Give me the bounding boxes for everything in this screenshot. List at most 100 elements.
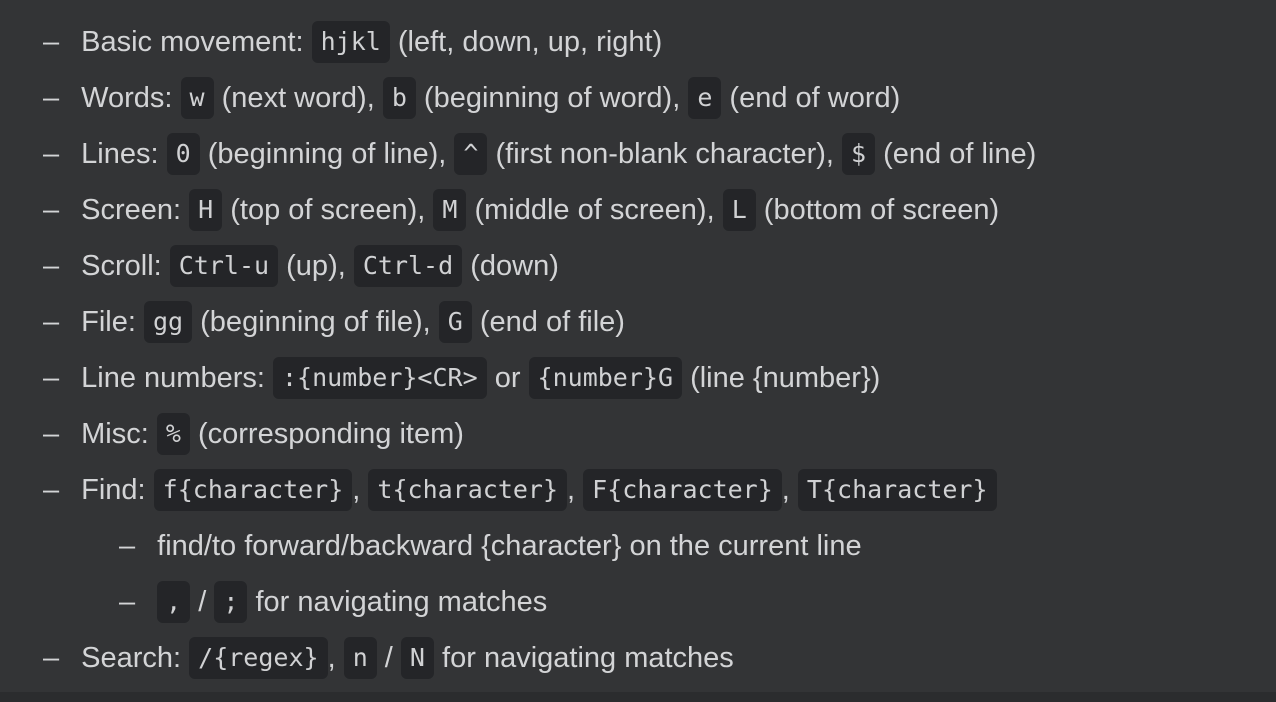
text-segment: / (376, 641, 401, 674)
list-item-content: Search: /{regex}, n / N for navigating m… (81, 637, 734, 679)
inline-code: 0 (166, 133, 200, 175)
text-segment: (down) (462, 249, 559, 282)
bullet-dash: – (43, 361, 60, 394)
list-item-content: Words: w (next word), b (beginning of wo… (81, 77, 900, 119)
list-item: –Lines: 0 (beginning of line), ^ (first … (43, 126, 1276, 182)
text-segment: / (190, 585, 215, 618)
text-segment: Line numbers: (81, 361, 273, 394)
list-item: –find/to forward/backward {character} on… (119, 518, 1276, 574)
bullet-dash: – (43, 417, 60, 450)
content-edge-strip (0, 692, 1276, 702)
list-item: –File: gg (beginning of file), G (end of… (43, 294, 1276, 350)
bullet-dash: – (43, 249, 60, 282)
text-segment: find/to forward/backward {character} on … (157, 529, 862, 562)
inline-code: M (433, 189, 467, 231)
bullet-dash: – (43, 81, 60, 114)
inline-code: hjkl (311, 21, 390, 63)
bullet-dash: – (119, 529, 136, 562)
text-segment: , (567, 473, 584, 506)
text-segment: Find: (81, 473, 154, 506)
text-segment: (end of file) (471, 305, 625, 338)
list-item: –Scroll: Ctrl-u (up), Ctrl-d (down) (43, 238, 1276, 294)
inline-code: :{number}<CR> (272, 357, 487, 399)
vim-movement-notes: –Basic movement: hjkl (left, down, up, r… (43, 14, 1276, 686)
list-item-content: Find: f{character}, t{character}, F{char… (81, 469, 997, 511)
inline-code: t{character} (368, 469, 568, 511)
list-item-content: Screen: H (top of screen), M (middle of … (81, 189, 999, 231)
list-item: –Find: f{character}, t{character}, F{cha… (43, 462, 1276, 518)
text-segment: (top of screen), (222, 193, 434, 226)
bullet-dash: – (43, 305, 60, 338)
bullet-dash: – (43, 641, 60, 674)
list-item-content: Misc: % (corresponding item) (81, 413, 464, 455)
inline-code: b (382, 77, 416, 119)
bullet-dash: – (43, 473, 60, 506)
inline-code: /{regex} (189, 637, 328, 679)
bullet-dash: – (119, 585, 136, 618)
text-segment: , (781, 473, 798, 506)
list-item: –Line numbers: :{number}<CR> or {number}… (43, 350, 1276, 406)
text-segment: or (486, 361, 529, 394)
inline-code: Ctrl-u (169, 245, 279, 287)
inline-code: ; (214, 581, 248, 623)
list-item-content: File: gg (beginning of file), G (end of … (81, 301, 625, 343)
list-item-content: , / ; for navigating matches (157, 581, 547, 623)
text-segment: (bottom of screen) (755, 193, 1000, 226)
inline-code: ^ (454, 133, 488, 175)
inline-code: N (400, 637, 434, 679)
bullet-dash: – (43, 193, 60, 226)
inline-code: $ (842, 133, 876, 175)
text-segment: Basic movement: (81, 25, 312, 58)
inline-code: , (157, 581, 191, 623)
list-item-content: Line numbers: :{number}<CR> or {number}G… (81, 357, 880, 399)
inline-code: F{character} (583, 469, 782, 511)
text-segment: (up), (278, 249, 354, 282)
text-segment: (corresponding item) (189, 417, 464, 450)
list-item-content: find/to forward/backward {character} on … (157, 530, 861, 563)
text-segment: Screen: (81, 193, 190, 226)
list-item: –Screen: H (top of screen), M (middle of… (43, 182, 1276, 238)
text-segment: for navigating matches (433, 641, 734, 674)
inline-code: % (156, 413, 190, 455)
text-segment: Search: (81, 641, 190, 674)
inline-code: T{character} (797, 469, 997, 511)
text-segment: (beginning of line), (199, 137, 455, 170)
text-segment: File: (81, 305, 144, 338)
text-segment: (left, down, up, right) (389, 25, 663, 58)
inline-code: w (180, 77, 214, 119)
inline-code: n (343, 637, 377, 679)
text-segment: (first non-blank character), (487, 137, 843, 170)
list-item-content: Basic movement: hjkl (left, down, up, ri… (81, 21, 662, 63)
inline-code: e (688, 77, 722, 119)
text-segment: for navigating matches (247, 585, 548, 618)
list-item: –Basic movement: hjkl (left, down, up, r… (43, 14, 1276, 70)
text-segment: Scroll: (81, 249, 170, 282)
text-segment: (next word), (213, 81, 383, 114)
text-segment: (beginning of file), (192, 305, 439, 338)
text-segment: (line {number}) (682, 361, 881, 394)
text-segment: , (327, 641, 344, 674)
bullet-dash: – (43, 137, 60, 170)
text-segment: Lines: (81, 137, 167, 170)
text-segment: (end of line) (875, 137, 1037, 170)
list-item: –Words: w (next word), b (beginning of w… (43, 70, 1276, 126)
inline-code: L (722, 189, 756, 231)
text-segment: , (352, 473, 369, 506)
movement-list: –Basic movement: hjkl (left, down, up, r… (43, 14, 1276, 686)
inline-code: {number}G (528, 357, 683, 399)
inline-code: Ctrl-d (353, 245, 463, 287)
text-segment: Misc: (81, 417, 157, 450)
list-item-content: Lines: 0 (beginning of line), ^ (first n… (81, 133, 1036, 175)
list-item-content: Scroll: Ctrl-u (up), Ctrl-d (down) (81, 245, 559, 287)
inline-code: H (189, 189, 223, 231)
inline-code: f{character} (153, 469, 353, 511)
list-item: –Misc: % (corresponding item) (43, 406, 1276, 462)
inline-code: G (438, 301, 472, 343)
text-segment: (beginning of word), (415, 81, 689, 114)
list-item: –, / ; for navigating matches (119, 574, 1276, 630)
bullet-dash: – (43, 25, 60, 58)
text-segment: Words: (81, 81, 181, 114)
text-segment: (middle of screen), (466, 193, 723, 226)
text-segment: (end of word) (721, 81, 901, 114)
